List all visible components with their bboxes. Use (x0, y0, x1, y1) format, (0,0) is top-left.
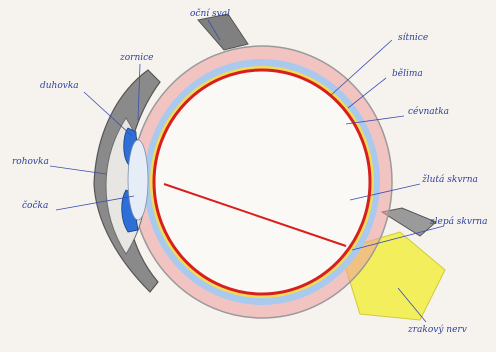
lens (128, 140, 148, 220)
retina (154, 70, 370, 294)
label-zrakovy-nerv: zrakový nerv (408, 326, 467, 335)
label-duhovka: duhovka (40, 82, 79, 91)
label-ocni-sval: oční sval (190, 10, 230, 19)
label-zluta-skvrna: žlutá skvrna (422, 176, 478, 185)
label-cocka: čočka (22, 202, 48, 211)
label-zornicka: zornice (120, 54, 154, 63)
label-bilima: bělima (392, 70, 423, 79)
label-cevnatka: cévnatka (408, 108, 449, 117)
label-sitnice: sítnice (398, 34, 428, 43)
label-rohovka: rohovka (12, 158, 49, 167)
label-slepa-skvrna: slepá skvrna (430, 218, 487, 227)
